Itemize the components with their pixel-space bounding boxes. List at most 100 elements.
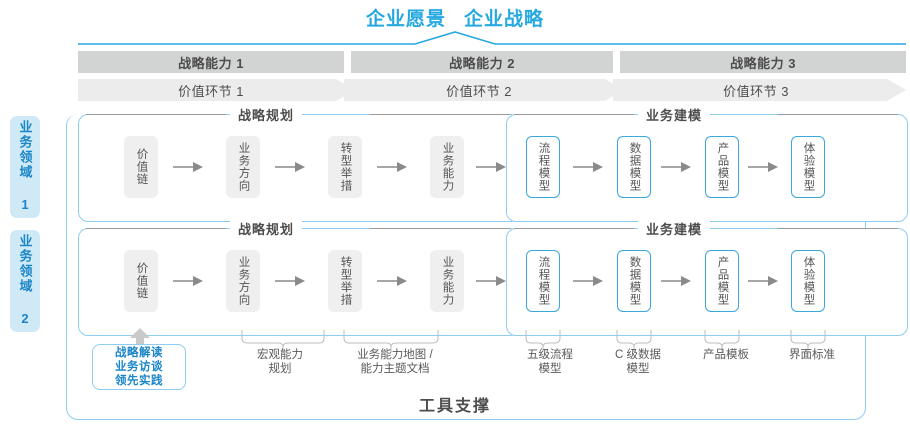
row-2-step-process-model[interactable]: 流程模型 [526, 250, 560, 312]
domain-label-2: 业务领域 2 [17, 234, 33, 328]
row-2-step-experience-model[interactable]: 体验模型 [791, 250, 825, 312]
title-vision: 企业愿景 [365, 9, 446, 30]
tool-label-macro-capability-line2: 规划 [268, 363, 292, 375]
row-2-step-experience-model-label: 体验模型 [802, 256, 815, 306]
row-2-step-value-chain[interactable]: 价值链 [124, 250, 158, 312]
row-2-arrow-5-icon [573, 276, 603, 286]
domain-row-2: 战略规划 业务建模 价值链 业务方向 转型举措 业务能力 流程模型 [78, 219, 908, 336]
tool-label-capability-map-line2: 能力主题文档 [360, 363, 430, 375]
row-2-modeling-title: 业务建模 [638, 219, 711, 238]
tool-label-macro-capability: 宏观能力 规划 [230, 348, 330, 376]
row-2-step-product-model-label: 产品模型 [716, 256, 729, 306]
tool-label-five-level-process-line2: 模型 [538, 363, 562, 375]
row-1-step-transformation[interactable]: 转型举措 [328, 136, 362, 198]
row-1-step-value-chain[interactable]: 价值链 [124, 136, 158, 198]
row-2-arrow-1-icon [173, 276, 203, 286]
row-2-modeling-title-rule [514, 228, 898, 229]
row-2-arrow-7-icon [748, 276, 778, 286]
row-2-arrow-2-icon [275, 276, 305, 286]
row-2-arrow-6-icon [661, 276, 691, 286]
tool-label-c-level-data-line2: 模型 [626, 363, 650, 375]
capability-bar-2: 战略能力 2 [351, 51, 613, 73]
row-1-step-experience-model[interactable]: 体验模型 [791, 136, 825, 198]
sidebar-item-domain-2[interactable]: 业务领域 2 [10, 230, 40, 332]
row-1-step-data-model-label: 数据模型 [628, 142, 641, 192]
chevron-rule-icon [78, 31, 906, 45]
row-1-step-data-model[interactable]: 数据模型 [617, 136, 651, 198]
row-1-arrow-3-icon [377, 162, 407, 172]
row-2-step-product-model[interactable]: 产品模型 [705, 250, 739, 312]
row-1-step-process-model[interactable]: 流程模型 [526, 136, 560, 198]
value-segment-text-3: 价值环节 3 [723, 83, 789, 99]
page-title: 企业愿景企业战略 [0, 4, 910, 31]
title-strategy: 企业战略 [464, 9, 545, 30]
row-2-step-business-capability[interactable]: 业务能力 [430, 250, 464, 312]
row-2-step-data-model[interactable]: 数据模型 [617, 250, 651, 312]
row-2-planning-title-text: 战略规划 [238, 222, 295, 237]
row-1-arrow-2-icon [275, 162, 305, 172]
row-1-step-product-model-label: 产品模型 [716, 142, 729, 192]
row-2-planning-title-rule [86, 228, 510, 229]
row-2-step-business-direction[interactable]: 业务方向 [226, 250, 260, 312]
row-2-modeling-title-text: 业务建模 [646, 222, 703, 237]
row-1-arrow-6-icon [661, 162, 691, 172]
tool-label-capability-map-line1: 业务能力地图 / [357, 349, 433, 361]
tool-label-c-level-data-line1: C 级数据 [615, 349, 661, 361]
tool-label-macro-capability-line1: 宏观能力 [257, 349, 303, 361]
tool-label-product-template-line1: 产品模板 [703, 349, 749, 361]
row-1-step-business-capability[interactable]: 业务能力 [430, 136, 464, 198]
value-segment-label-3: 价值环节 3 [616, 79, 896, 101]
row-1-modeling-title-rule [514, 114, 898, 115]
tool-label-ui-standard: 界面标准 [767, 348, 857, 362]
tool-label-c-level-data: C 级数据 模型 [593, 348, 683, 376]
row-1-step-process-model-label: 流程模型 [537, 142, 550, 192]
row-2-planning-title: 战略规划 [230, 219, 303, 238]
row-1-planning-title-text: 战略规划 [238, 108, 295, 123]
tool-box-line-2: 业务访谈 [115, 361, 163, 373]
row-1-planning-title: 战略规划 [230, 105, 303, 124]
capability-bar-3: 战略能力 3 [620, 51, 906, 73]
row-1-planning-title-rule [86, 114, 510, 115]
row-2-step-transformation-label: 转型举措 [339, 256, 352, 306]
value-segment-text-1: 价值环节 1 [178, 83, 244, 99]
row-1-step-experience-model-label: 体验模型 [802, 142, 815, 192]
row-1-step-value-chain-label: 价值链 [135, 148, 148, 186]
row-2-arrow-3-icon [377, 276, 407, 286]
row-1-arrow-1-icon [173, 162, 203, 172]
row-2-step-business-capability-label: 业务能力 [441, 256, 454, 306]
tool-box-line-1: 战略解读 [115, 347, 163, 359]
capability-label-3: 战略能力 3 [730, 55, 796, 71]
tool-label-ui-standard-line1: 界面标准 [789, 349, 835, 361]
row-2-step-data-model-label: 数据模型 [628, 256, 641, 306]
footer-title-text: 工具支撑 [418, 398, 491, 415]
row-2-modeling-panel [506, 228, 908, 336]
tool-label-product-template: 产品模板 [681, 348, 771, 362]
row-2-step-value-chain-label: 价值链 [135, 262, 148, 300]
row-1-step-business-capability-label: 业务能力 [441, 142, 454, 192]
tool-label-five-level-process: 五级流程 模型 [505, 348, 595, 376]
row-1-arrow-4-icon [476, 162, 506, 172]
row-1-step-transformation-label: 转型举措 [339, 142, 352, 192]
tool-feed-up-arrow-icon [130, 328, 150, 350]
value-segment-text-2: 价值环节 2 [446, 83, 512, 99]
value-segment-label-1: 价值环节 1 [78, 79, 344, 101]
tool-label-capability-map: 业务能力地图 / 能力主题文档 [336, 348, 454, 376]
capability-label-1: 战略能力 1 [178, 55, 244, 71]
domain-row-1: 战略规划 业务建模 价值链 业务方向 转型举措 业务能力 流程模型 [78, 105, 908, 222]
row-2-step-process-model-label: 流程模型 [537, 256, 550, 306]
row-2-arrow-4-icon [476, 276, 506, 286]
value-segment-bar: 价值环节 1 价值环节 2 价值环节 3 [78, 79, 906, 101]
row-1-arrow-5-icon [573, 162, 603, 172]
row-1-step-product-model[interactable]: 产品模型 [705, 136, 739, 198]
footer-title: 工具支撑 [0, 392, 910, 416]
row-1-arrow-7-icon [748, 162, 778, 172]
tool-box-strategy-inputs[interactable]: 战略解读 业务访谈 领先实践 [92, 344, 186, 390]
sidebar-item-domain-1[interactable]: 业务领域 1 [10, 116, 40, 218]
capability-label-2: 战略能力 2 [449, 55, 515, 71]
row-1-step-business-direction-label: 业务方向 [237, 142, 250, 192]
row-1-step-business-direction[interactable]: 业务方向 [226, 136, 260, 198]
row-1-modeling-title-text: 业务建模 [646, 108, 703, 123]
row-1-modeling-title: 业务建模 [638, 105, 711, 124]
row-2-step-transformation[interactable]: 转型举措 [328, 250, 362, 312]
